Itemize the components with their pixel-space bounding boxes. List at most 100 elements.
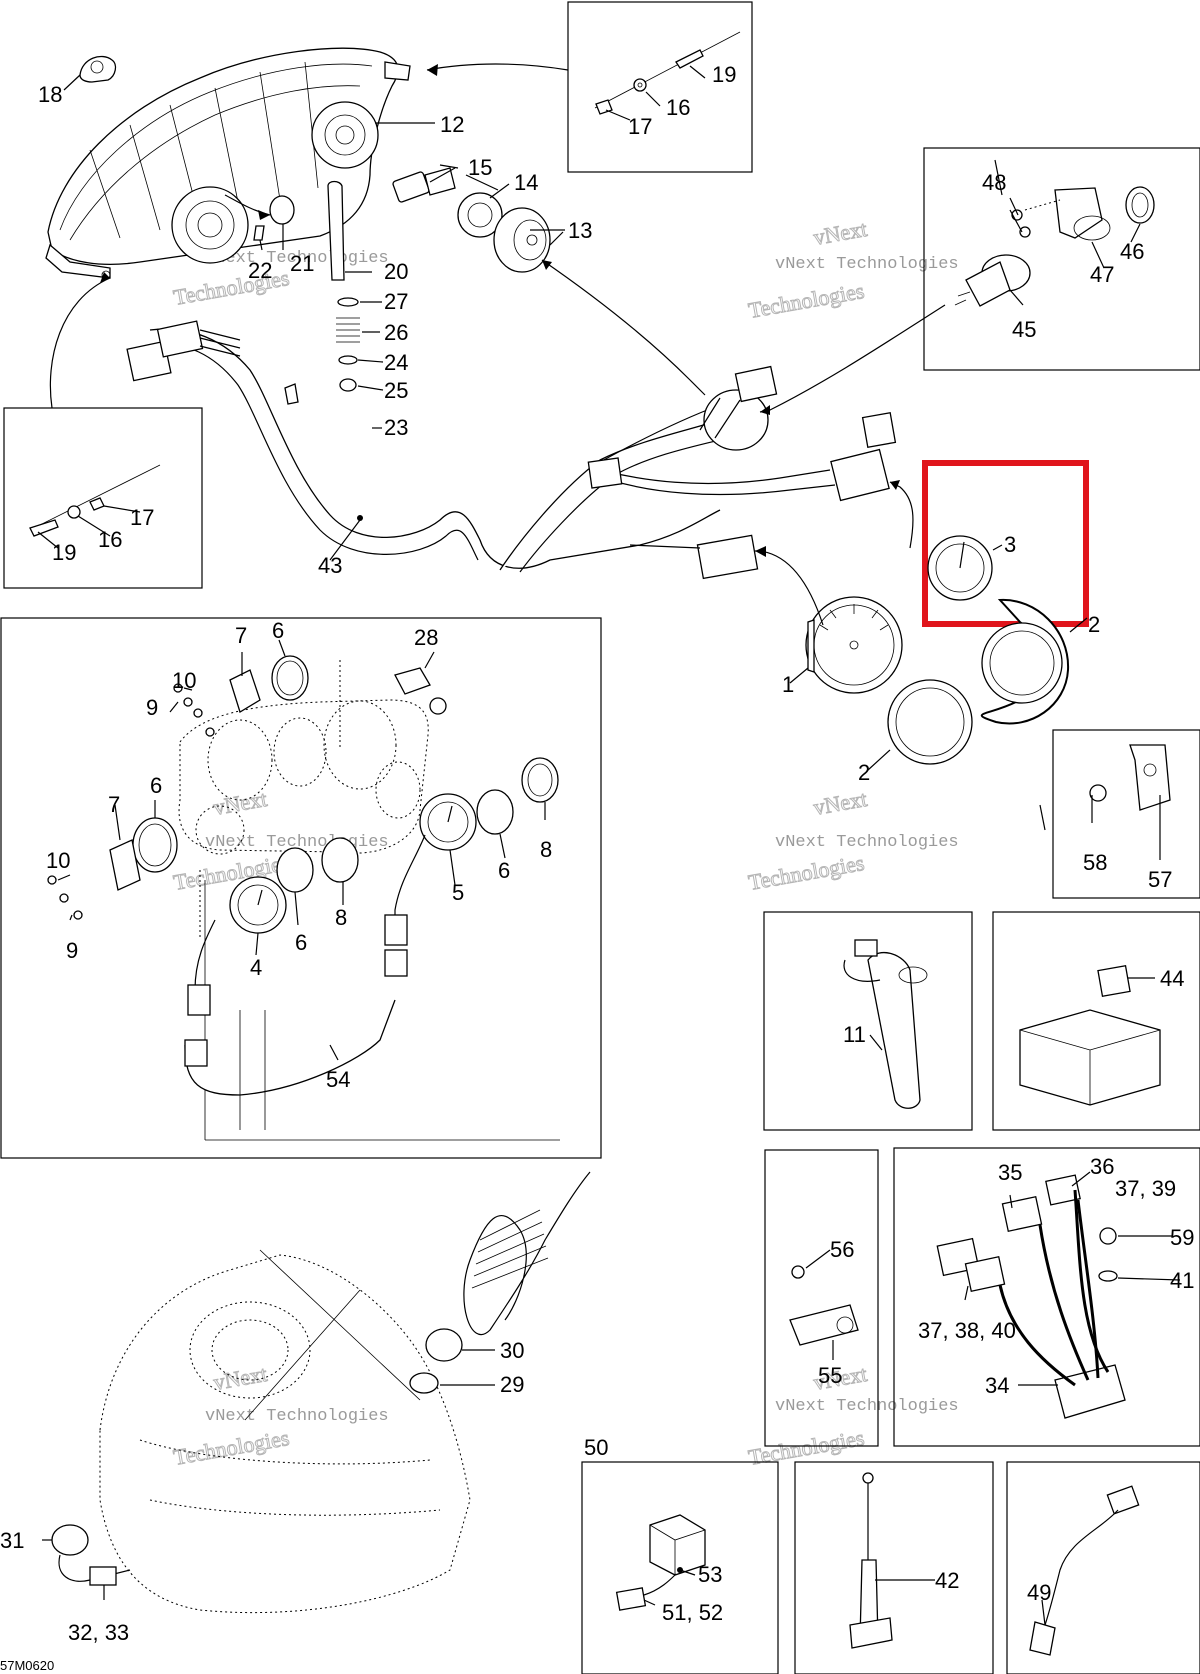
callout-label: 51, 52 bbox=[662, 1600, 723, 1625]
callout-label: 47 bbox=[1090, 262, 1114, 287]
watermark-small: vNext Technologies bbox=[205, 1407, 389, 1426]
fuse-box bbox=[1019, 965, 1161, 1106]
box-fuel-sensor bbox=[763, 911, 973, 1131]
callout-label: 42 bbox=[935, 1568, 959, 1593]
buzzer-assembly bbox=[954, 186, 1155, 307]
callout-label: 20 bbox=[384, 259, 408, 284]
box-bracket bbox=[1052, 729, 1200, 899]
clip-18 bbox=[79, 55, 117, 83]
callout-label: 28 bbox=[414, 625, 438, 650]
callout-label: 30 bbox=[500, 1338, 524, 1363]
callout-label: 53 bbox=[698, 1562, 722, 1587]
callout-label: 45 bbox=[1012, 317, 1036, 342]
callout-label: 37, 38, 40 bbox=[918, 1318, 1016, 1343]
callout-label: 8 bbox=[540, 837, 552, 862]
box-o2-sensor bbox=[1006, 1461, 1200, 1674]
callout-label: 2 bbox=[858, 760, 870, 785]
callout-label: 31 bbox=[0, 1528, 24, 1553]
callout-label: 10 bbox=[172, 668, 196, 693]
voltage-regulator-group bbox=[936, 1174, 1126, 1419]
box-valve bbox=[581, 1461, 779, 1674]
box-clip bbox=[764, 1149, 879, 1447]
watermark-line1: vNext bbox=[212, 1361, 269, 1395]
callout-label: 5 bbox=[452, 880, 464, 905]
callout-label: 17 bbox=[628, 114, 652, 139]
bulb-and-boot bbox=[392, 167, 551, 273]
callout-label: 7 bbox=[108, 792, 120, 817]
callout-label: 50 bbox=[584, 1435, 608, 1460]
screw-set-top bbox=[594, 31, 741, 115]
watermark-line1: vNext bbox=[812, 216, 869, 250]
speedometer-group bbox=[805, 535, 1070, 765]
drawing-code: 57M0620 bbox=[0, 1658, 54, 1673]
callout-label: 14 bbox=[514, 170, 538, 195]
callout-label: 56 bbox=[830, 1237, 854, 1262]
temperature-probe bbox=[849, 1472, 893, 1649]
callout-label: 27 bbox=[384, 289, 408, 314]
box-gauge-cluster bbox=[0, 617, 602, 1159]
arrowheads bbox=[100, 64, 900, 557]
valve-assembly bbox=[615, 1514, 706, 1611]
leader-lines bbox=[37, 63, 1181, 1626]
callout-label: 16 bbox=[98, 527, 122, 552]
callout-label: 1 bbox=[782, 672, 794, 697]
callout-label: 2 bbox=[1088, 612, 1100, 637]
callout-label: 23 bbox=[384, 415, 408, 440]
watermark-line2: Technologies bbox=[747, 278, 867, 323]
callout-label: 29 bbox=[500, 1372, 524, 1397]
oxygen-sensor bbox=[1029, 1485, 1140, 1656]
headlamp-assembly bbox=[45, 47, 411, 280]
callout-label: 59 bbox=[1170, 1225, 1194, 1250]
callout-label: 55 bbox=[818, 1363, 842, 1388]
callout-label: 16 bbox=[666, 95, 690, 120]
watermark-small: vNext Technologies bbox=[775, 833, 959, 852]
callout-label: 58 bbox=[1083, 850, 1107, 875]
callout-label: 17 bbox=[130, 505, 154, 530]
callout-label: 24 bbox=[384, 350, 408, 375]
callout-label: 13 bbox=[568, 218, 592, 243]
callout-label: 48 bbox=[982, 170, 1006, 195]
callout-label: 6 bbox=[150, 773, 162, 798]
screw-set-left bbox=[29, 464, 161, 537]
callout-label: 34 bbox=[985, 1373, 1009, 1398]
callout-label: 6 bbox=[295, 930, 307, 955]
callout-labels: 18 12 19 16 17 15 14 13 21 22 20 27 26 2… bbox=[0, 62, 1194, 1645]
callout-label: 32, 33 bbox=[68, 1620, 129, 1645]
callout-label: 19 bbox=[712, 62, 736, 87]
box-probe bbox=[794, 1461, 994, 1674]
callout-label: 15 bbox=[468, 155, 492, 180]
watermark: vNext Technologies vNext Technologies bbox=[171, 1360, 389, 1470]
highlight-box bbox=[922, 460, 1089, 627]
callout-label: 54 bbox=[326, 1067, 350, 1092]
callout-label: 43 bbox=[318, 553, 342, 578]
callout-label: 11 bbox=[843, 1022, 866, 1047]
callout-label: 57 bbox=[1148, 867, 1172, 892]
callout-label: 49 bbox=[1027, 1580, 1051, 1605]
watermark-line2: Technologies bbox=[172, 265, 292, 310]
wiring-harness-43 bbox=[126, 320, 897, 580]
watermark: vNext Technologies vNext Technologies bbox=[746, 215, 959, 323]
watermark-line1: vNext bbox=[212, 786, 269, 820]
box-buzzer bbox=[923, 147, 1200, 371]
callout-label: 12 bbox=[440, 112, 464, 137]
fuel-level-sensor bbox=[843, 939, 928, 1109]
watermark-line2: Technologies bbox=[747, 850, 867, 895]
callout-label: 41 bbox=[1170, 1268, 1194, 1293]
callout-label: 10 bbox=[46, 848, 70, 873]
callout-label: 22 bbox=[248, 258, 272, 283]
callout-label: 46 bbox=[1120, 239, 1144, 264]
callout-label: 6 bbox=[272, 618, 284, 643]
callout-label: 37, 39 bbox=[1115, 1176, 1176, 1201]
callout-label: 18 bbox=[38, 82, 62, 107]
callout-label: 3 bbox=[1004, 532, 1016, 557]
gauge-cluster-detail bbox=[47, 655, 560, 1141]
watermark-small: vNext Technologies bbox=[775, 1397, 959, 1416]
box-screws-top bbox=[567, 1, 753, 173]
callout-label: 26 bbox=[384, 320, 408, 345]
callout-label: 7 bbox=[235, 623, 247, 648]
callout-label: 4 bbox=[250, 955, 262, 980]
watermark-small: vNext Technologies bbox=[775, 255, 959, 274]
callout-label: 6 bbox=[498, 858, 510, 883]
